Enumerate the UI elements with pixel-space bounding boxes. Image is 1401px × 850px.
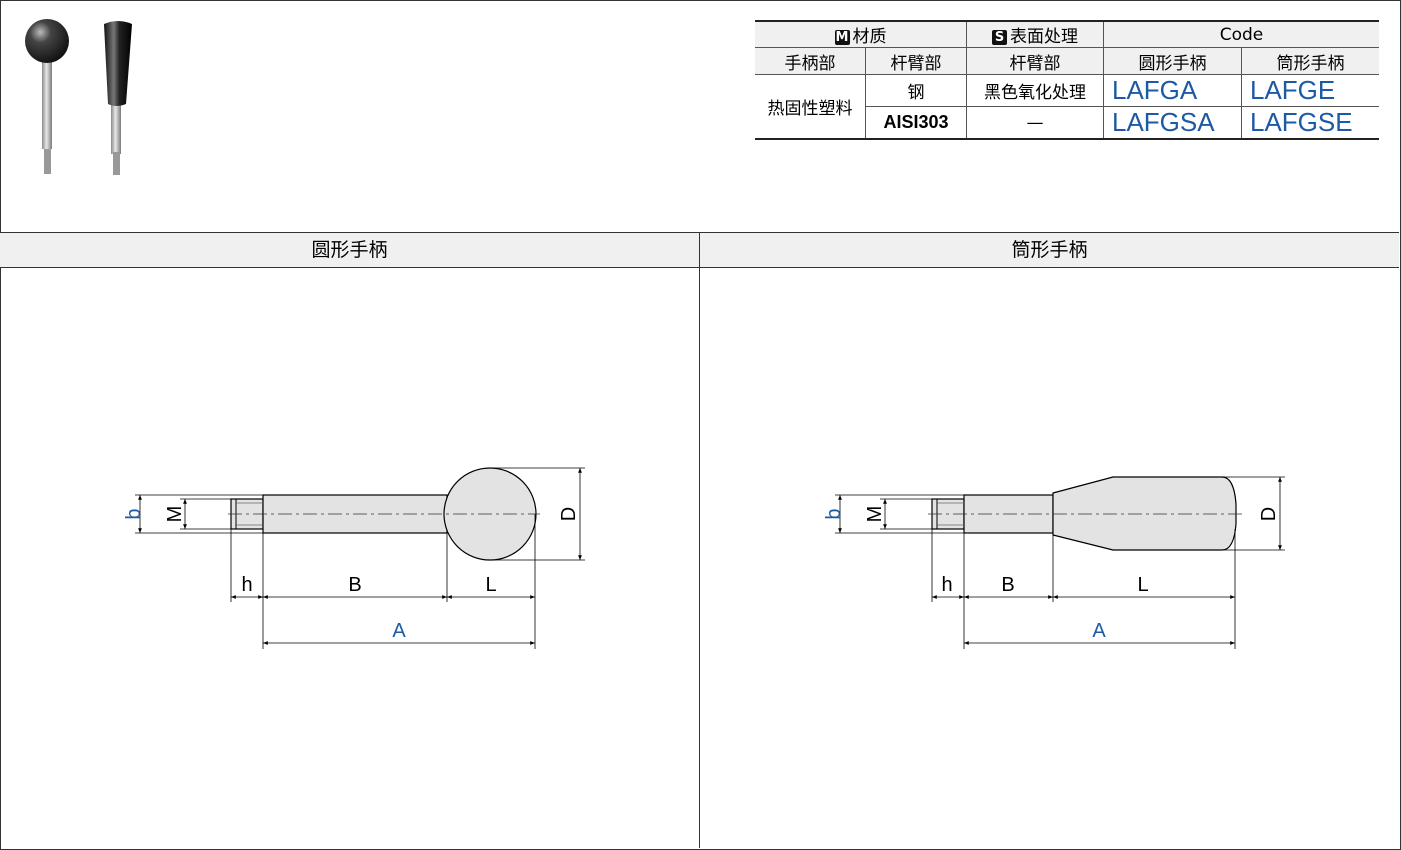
cylinder-handle-drawing: b M D h B L A xyxy=(823,476,1285,649)
cylinder-handle-photo-shaft xyxy=(111,99,121,154)
panel-title: 圆形手柄 xyxy=(0,232,699,268)
round-handle-header: 圆形手柄 xyxy=(1103,47,1242,75)
cylinder-grip xyxy=(1052,476,1237,551)
dim-label-l: L xyxy=(485,574,496,596)
arm-part-header: 杆臂部 xyxy=(865,47,967,75)
code-link-lafge[interactable]: LAFGE xyxy=(1241,74,1379,107)
panel-title: 筒形手柄 xyxy=(700,232,1399,268)
material-badge: M xyxy=(834,30,850,45)
code-link-lafga[interactable]: LAFGA xyxy=(1103,74,1242,107)
dim-label-a: A xyxy=(1092,620,1106,642)
product-photos xyxy=(25,19,132,175)
dim-label-b: b xyxy=(123,508,145,519)
code-link-lafgsa[interactable]: LAFGSA xyxy=(1103,106,1242,140)
dim-label-m: M xyxy=(164,506,186,523)
cylinder-handle-panel: 筒形手柄 b M xyxy=(700,232,1399,848)
round-handle-photo-shaft xyxy=(42,54,52,149)
dim-label-m: M xyxy=(864,506,886,523)
dim-label-b: b xyxy=(823,508,845,519)
handle-material-cell: 热固性塑料 xyxy=(755,74,866,140)
arm-material-cell: 钢 xyxy=(865,74,967,107)
cylinder-handle-header: 筒形手柄 xyxy=(1241,47,1379,75)
dim-label-b-length: B xyxy=(1001,574,1014,596)
dim-label-a: A xyxy=(392,620,406,642)
surface-arm-header: 杆臂部 xyxy=(966,47,1104,75)
round-handle-photo-ball xyxy=(25,19,69,63)
dim-label-d: D xyxy=(558,507,580,521)
dim-label-d: D xyxy=(1258,507,1280,521)
handle-part-header: 手柄部 xyxy=(755,47,866,75)
cylinder-handle-photo-thread xyxy=(113,152,120,175)
dim-label-h: h xyxy=(241,574,252,596)
code-header: Code xyxy=(1103,20,1379,48)
round-handle-panel: 圆形手柄 b xyxy=(0,232,700,848)
dim-label-h: h xyxy=(941,574,952,596)
code-link-lafgse[interactable]: LAFGSE xyxy=(1241,106,1379,140)
round-handle-photo-thread xyxy=(44,149,51,174)
surface-cell: — xyxy=(966,106,1104,140)
arm-material-cell: AISI303 xyxy=(865,106,967,140)
dim-label-l: L xyxy=(1137,574,1148,596)
cylinder-handle-photo-grip xyxy=(104,21,132,106)
surface-badge: S xyxy=(992,30,1007,45)
dim-label-b-length: B xyxy=(348,574,361,596)
surface-cell: 黑色氧化处理 xyxy=(966,74,1104,107)
round-handle-drawing: b M D h B L A xyxy=(123,467,585,649)
